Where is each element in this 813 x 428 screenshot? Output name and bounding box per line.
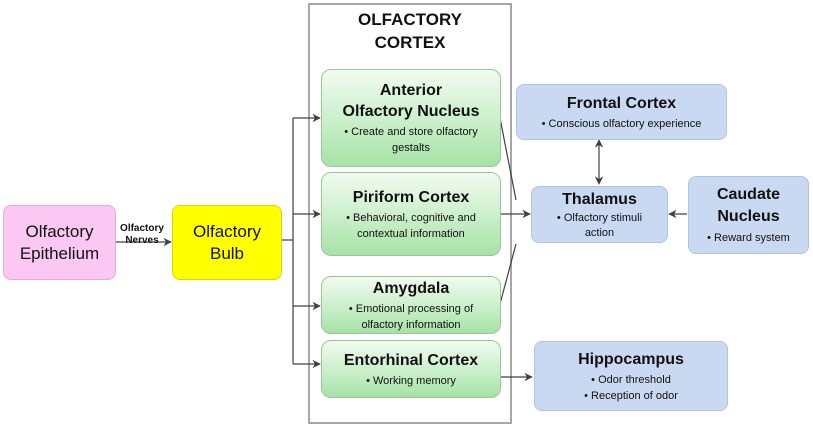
hippocampus-detail: • Odor threshold • Reception of odor [584, 373, 678, 402]
piriform-cortex-title: Piriform Cortex [352, 188, 470, 206]
piriform-cortex-box: Piriform Cortex • Behavioral, cognitive … [321, 172, 501, 256]
piriform-cortex-detail: • Behavioral, cognitive and contextual i… [346, 211, 476, 240]
amygdala-title: Amygdala [372, 279, 450, 297]
anterior-olfactory-nucleus-box: Anterior Olfactory Nucleus • Create and … [321, 69, 501, 167]
hippocampus-title: Hippocampus [578, 350, 684, 368]
frontal-cortex-detail: • Conscious olfactory experience [541, 117, 702, 130]
frontal-cortex-title: Frontal Cortex [566, 94, 677, 112]
olfactory-epithelium-label: Olfactory Epithelium [19, 221, 100, 263]
olfactory-bulb-label: Olfactory Bulb [192, 221, 262, 263]
caudate-nucleus-box: Caudate Nucleus • Reward system [688, 176, 809, 254]
thalamus-title: Thalamus [562, 190, 637, 208]
frontal-cortex-box: Frontal Cortex • Conscious olfactory exp… [516, 84, 727, 140]
amygdala-to-thalamus [499, 243, 517, 305]
entorhinal-cortex-box: Entorhinal Cortex • Working memory [321, 340, 501, 398]
anterior-olfactory-nucleus-title: Anterior Olfactory Nucleus [342, 82, 480, 120]
thalamus-box: Thalamus • Olfactory stimuli action [531, 186, 668, 243]
thalamus-detail: • Olfactory stimuli action [556, 211, 643, 239]
amygdala-box: Amygdala • Emotional processing of olfac… [321, 276, 501, 334]
caudate-nucleus-detail: • Reward system [707, 232, 790, 244]
olfactory-cortex-title: OLFACTORY CORTEX [358, 10, 462, 52]
anterior-to-thalamus [499, 117, 517, 201]
entorhinal-cortex-title: Entorhinal Cortex [343, 351, 479, 369]
caudate-nucleus-title: Caudate Nucleus [716, 186, 781, 225]
amygdala-detail: • Emotional processing of olfactory info… [348, 302, 474, 331]
entorhinal-cortex-detail: • Working memory [366, 374, 456, 387]
olfactory-nerves-label: Olfactory Nerves [120, 223, 164, 246]
olfactory-epithelium-box: Olfactory Epithelium [3, 205, 116, 280]
hippocampus-box: Hippocampus • Odor threshold • Reception… [534, 341, 728, 411]
olfactory-bulb-box: Olfactory Bulb [172, 205, 282, 280]
anterior-olfactory-nucleus-detail: • Create and store olfactory gestalts [344, 126, 478, 154]
